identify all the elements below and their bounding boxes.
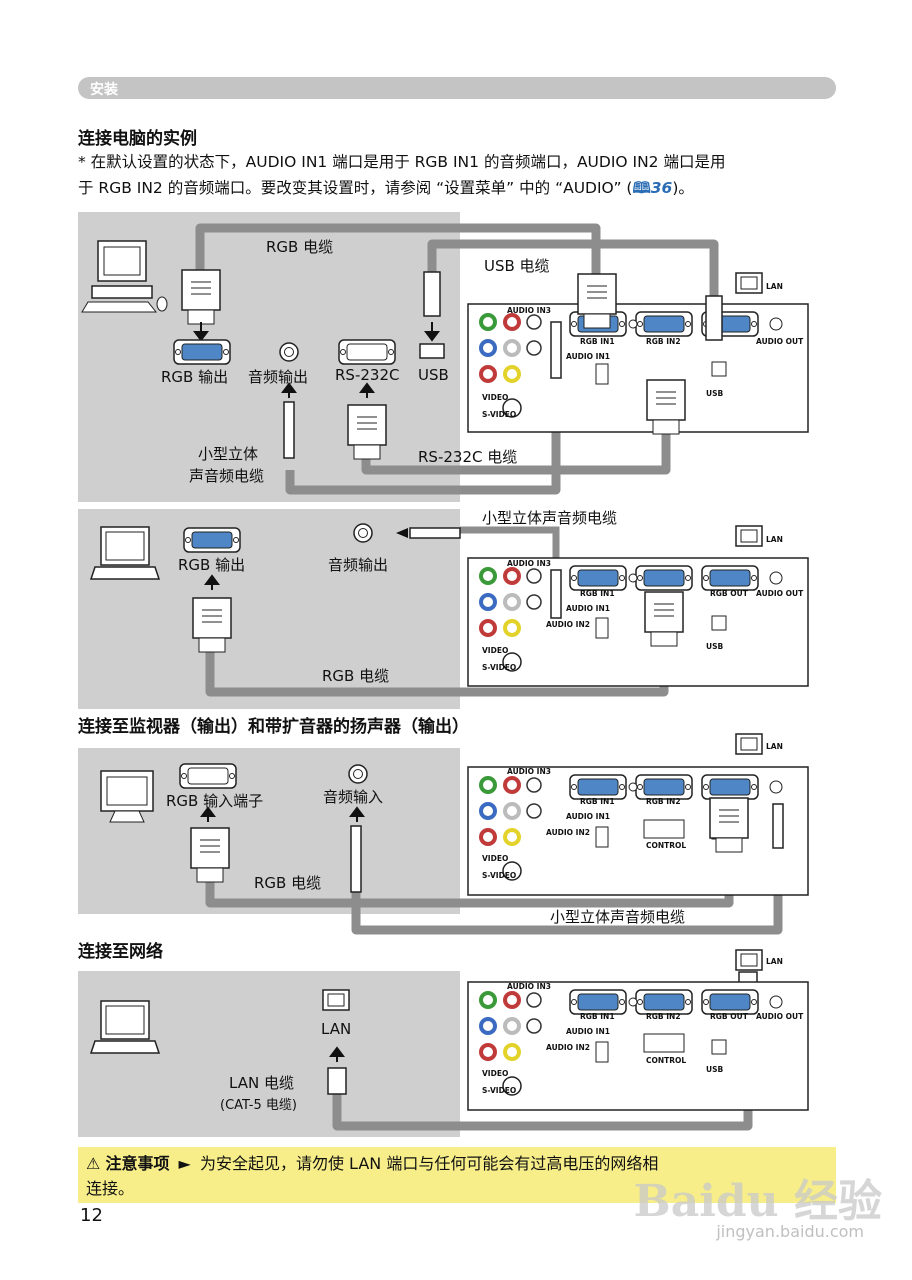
audio-in-jack-icon: [348, 764, 368, 784]
arrow-left-icon: [396, 528, 408, 538]
book-icon: 🕮: [632, 179, 651, 197]
arrow-up-icon: [281, 382, 297, 398]
mini-plug-projector-icon: [772, 803, 784, 849]
network-section-title: 连接至网络: [78, 942, 163, 962]
warning-triangle-icon: ⚠: [86, 1154, 101, 1173]
caution-line1: 为安全起见，请勿使 LAN 端口与任何可能会有过高电压的网络相: [199, 1154, 659, 1173]
arrow-up-icon: [349, 806, 365, 822]
mini-stereo-cable-label: 小型立体声音频电缆: [550, 908, 686, 926]
lan-port-projector-icon: [735, 949, 763, 971]
audio-out-label: 音频输出: [248, 368, 309, 386]
rs232c-plug-icon: [347, 404, 387, 460]
control-port-icon: [643, 1033, 685, 1053]
laptop-icon: [90, 1000, 160, 1054]
arrow-down-icon: [193, 322, 209, 342]
mini-stereo-cable-label: 小型立体声音频电缆: [482, 509, 618, 527]
mini-plug-icon: [350, 825, 362, 893]
vga-plug-icon: [181, 269, 221, 325]
mini-plug-projector-icon: [550, 321, 562, 379]
laptop-icon: [90, 526, 160, 580]
caution-box: [78, 1147, 836, 1203]
rgb-out-port-icon: [173, 339, 231, 365]
rgb-cable-label: RGB 电缆: [266, 238, 334, 256]
projector-panel-3: [468, 767, 808, 895]
section-header-bar: 安装: [78, 77, 836, 99]
arrow-up-icon: [359, 382, 375, 398]
cat5-label: (CAT-5 电缆): [220, 1098, 297, 1113]
rgb-out-label: RGB 输出: [161, 368, 229, 386]
rs232c-port-icon: [338, 339, 396, 365]
audio-out-jack-icon: [279, 342, 299, 362]
page-reference: 36: [650, 179, 673, 197]
rgb-in-label: RGB 输入端子: [166, 792, 264, 810]
rs232c-plug-projector-icon: [646, 379, 686, 435]
lan-port-icon: [735, 272, 763, 294]
caution-text: ⚠ 注意事项 ► 为安全起见，请勿使 LAN 端口与任何可能会有过高电压的网络相…: [86, 1151, 826, 1201]
lan-port-icon: [322, 989, 350, 1011]
lan-port-icon: [735, 525, 763, 547]
audio-note-line2: 于 RGB IN2 的音频端口。要改变其设置时，请参阅 “设置菜单” 中的 “A…: [78, 179, 694, 197]
usb-plug-icon: [423, 271, 441, 317]
baidu-watermark-logo: Baidu 经验: [633, 1176, 883, 1227]
caution-title: 注意事项: [105, 1154, 170, 1173]
rgb-out-label: RGB 输出: [178, 556, 246, 574]
rgb-plug-projector-icon: [644, 591, 684, 647]
audio-in-label: 音频输入: [323, 788, 384, 806]
caution-arrow-icon: ►: [178, 1154, 191, 1173]
projector-panel-2: [468, 558, 808, 686]
audio-out-jack-icon: [353, 523, 373, 543]
usb-label: USB: [418, 366, 449, 384]
mini-plug-icon: [283, 401, 295, 459]
arrow-down-icon: [424, 322, 440, 342]
mini-plug-projector-icon: [550, 569, 562, 619]
mini-stereo-label-2: 声音频电缆: [189, 467, 265, 485]
vga-plug-icon: [192, 597, 232, 653]
rs232c-label: RS-232C: [335, 366, 400, 384]
rgb-out-port-icon: [183, 527, 241, 553]
caution-line2: 连接。: [86, 1179, 135, 1198]
desktop-computer-icon: [81, 240, 168, 313]
mini-plug-icon: [409, 527, 461, 539]
rgb-plug-projector-icon: [577, 273, 617, 329]
arrow-up-icon: [204, 574, 220, 590]
mini-stereo-cable-2: [460, 526, 560, 570]
usb-cable-label: USB 电缆: [484, 257, 550, 275]
audio-out-label: 音频输出: [328, 556, 389, 574]
projector-panel-1: [468, 304, 808, 432]
rgb-cable-label: RGB 电缆: [322, 667, 390, 685]
lan-label: LAN: [321, 1020, 352, 1038]
rgb-plug-projector-icon: [709, 797, 749, 853]
watermark-url: jingyan.baidu.com: [716, 1222, 864, 1241]
page-number: 12: [80, 1205, 103, 1226]
audio-note: * 在默认设置的状态下，AUDIO IN1 端口是用于 RGB IN1 的音频端…: [78, 149, 838, 201]
projector-panel-4: [468, 982, 808, 1110]
mini-stereo-label-1: 小型立体: [198, 445, 259, 463]
arrow-up-icon: [329, 1046, 345, 1062]
vga-plug-icon: [190, 827, 230, 883]
network-panel: [78, 971, 460, 1137]
usb-cable: [427, 239, 719, 306]
rgb-cable-label: RGB 电缆: [254, 874, 322, 892]
arrow-up-icon: [200, 806, 216, 822]
lan-port-icon: [735, 733, 763, 755]
section-header-label: 安装: [90, 82, 118, 98]
usb-port-icon: [419, 343, 445, 359]
rgb-in-port-icon: [179, 763, 237, 789]
lan-plug-icon: [327, 1067, 347, 1095]
control-port-icon: [643, 819, 685, 839]
monitor-section-title: 连接至监视器（输出）和带扩音器的扬声器（输出）: [78, 717, 469, 737]
rs232c-cable: [361, 428, 671, 475]
computer-section-title: 连接电脑的实例: [78, 129, 197, 149]
usb-plug-projector-icon: [705, 295, 723, 341]
monitor-icon: [100, 770, 154, 823]
rs232c-cable-label: RS-232C 电缆: [418, 448, 518, 466]
lan-cable-label: LAN 电缆: [229, 1074, 294, 1092]
rgb-cable-1: [195, 223, 601, 275]
audio-note-line1: * 在默认设置的状态下，AUDIO IN1 端口是用于 RGB IN1 的音频端…: [78, 153, 726, 171]
